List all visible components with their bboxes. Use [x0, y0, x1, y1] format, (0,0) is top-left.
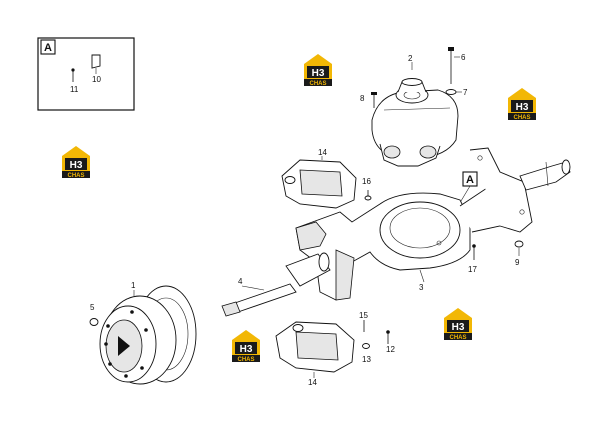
spindle-body — [519, 161, 571, 191]
brand-logo-icon — [118, 336, 130, 356]
bolt-16-head — [364, 195, 372, 201]
housing-center-opening — [389, 207, 451, 249]
callout-13: 13 — [362, 355, 371, 364]
bolt-17-head — [472, 244, 476, 248]
callout-16: 16 — [362, 177, 371, 186]
bolt-8-head — [371, 92, 377, 95]
shaft-body — [231, 283, 297, 313]
callout-1: 1 — [131, 281, 136, 290]
leader-3 — [419, 269, 425, 283]
carrier-seam — [383, 107, 451, 111]
bearing-left — [383, 145, 401, 159]
inset-detail-a: A 11 10 — [37, 37, 135, 111]
bolt-6-head — [448, 47, 454, 51]
nut-9-shape — [514, 240, 524, 248]
plate-10-shape — [91, 54, 101, 69]
hub-bolt-2 — [104, 342, 108, 346]
spindle-step — [545, 161, 549, 187]
watermark-letters: H3 — [240, 344, 253, 355]
watermark-letters: H3 — [452, 322, 465, 333]
fasteners-top: 6 7 8 — [360, 47, 468, 108]
bearing-right — [419, 145, 437, 159]
caliper-lower-pin — [292, 324, 304, 332]
half-shaft: 4 — [221, 252, 331, 317]
fasteners-right: 9 17 — [468, 240, 524, 274]
watermark-word: CHAS — [449, 335, 466, 341]
callout-3: 3 — [419, 283, 424, 292]
callout-14-upper: 14 — [318, 148, 327, 157]
callout-2: 2 — [408, 54, 413, 63]
inset-letter-box — [40, 39, 56, 55]
watermark-word: CHAS — [67, 173, 84, 179]
shaft-flange-face — [318, 252, 330, 272]
watermark-logo-5: H3 CHAS — [232, 330, 260, 363]
watermark-letters: H3 — [516, 102, 529, 113]
watermark-logo-3: H3 CHAS — [62, 146, 90, 179]
callout-4: 4 — [238, 277, 243, 286]
hub-bolt-4 — [124, 374, 128, 378]
bolt-12-head — [386, 330, 390, 334]
callout-11: 11 — [70, 85, 79, 94]
left-bracket — [295, 221, 327, 251]
pinion-top — [401, 78, 423, 86]
callout-6: 6 — [461, 53, 466, 62]
wheel-hub-assembly: 1 5 — [89, 281, 197, 385]
watermark-letters: H3 — [312, 68, 325, 79]
spindle-end — [561, 159, 571, 175]
callout-15: 15 — [359, 311, 368, 320]
watermark-logo-4: H3 CHAS — [444, 308, 472, 341]
view-marker-letter: A — [466, 174, 474, 186]
right-bracket-hole-1 — [477, 155, 483, 161]
hub-bolt-7 — [130, 310, 134, 314]
watermark-logo-2: H3 CHAS — [508, 88, 536, 121]
caliper-lower-pad — [295, 331, 339, 361]
housing-stud-hole — [436, 240, 442, 246]
inset-letter: A — [44, 42, 52, 54]
callout-12: 12 — [386, 345, 395, 354]
callout-8: 8 — [360, 94, 365, 103]
bolt-11-head — [71, 68, 75, 72]
hub-bolt-5 — [140, 366, 144, 370]
right-spindle — [519, 159, 571, 191]
shaft-splines — [221, 301, 241, 317]
upper-brake-caliper: 14 16 — [281, 148, 372, 209]
watermark-letters: H3 — [70, 160, 83, 171]
washer-13-shape — [362, 343, 370, 349]
watermark-logo-1: H3 CHAS — [304, 54, 332, 87]
callout-5: 5 — [90, 303, 95, 312]
washer-7-shape — [445, 89, 457, 95]
callout-9: 9 — [515, 258, 520, 267]
leader-4 — [241, 285, 265, 291]
lower-brake-caliper: 14 15 13 12 — [275, 311, 395, 387]
axle-housing: 3 — [295, 147, 533, 301]
housing-center-ring — [379, 201, 461, 259]
callout-10: 10 — [92, 75, 101, 84]
hub-bolt-1 — [106, 324, 110, 328]
callout-14-lower: 14 — [308, 378, 317, 387]
differential-carrier: 2 — [371, 54, 459, 167]
watermark-word: CHAS — [309, 81, 326, 87]
hub-bolt-6 — [144, 328, 148, 332]
right-bracket-hole-2 — [519, 209, 525, 215]
callout-17: 17 — [468, 265, 477, 274]
callout-7: 7 — [463, 88, 468, 97]
hub-bolt-3 — [108, 362, 112, 366]
caliper-upper-pad — [299, 169, 343, 197]
plug-5-shape — [89, 318, 99, 326]
watermark-word: CHAS — [237, 357, 254, 363]
left-lower-bracket — [335, 249, 355, 301]
caliper-upper-pin — [284, 176, 296, 184]
watermark-word: CHAS — [513, 115, 530, 121]
